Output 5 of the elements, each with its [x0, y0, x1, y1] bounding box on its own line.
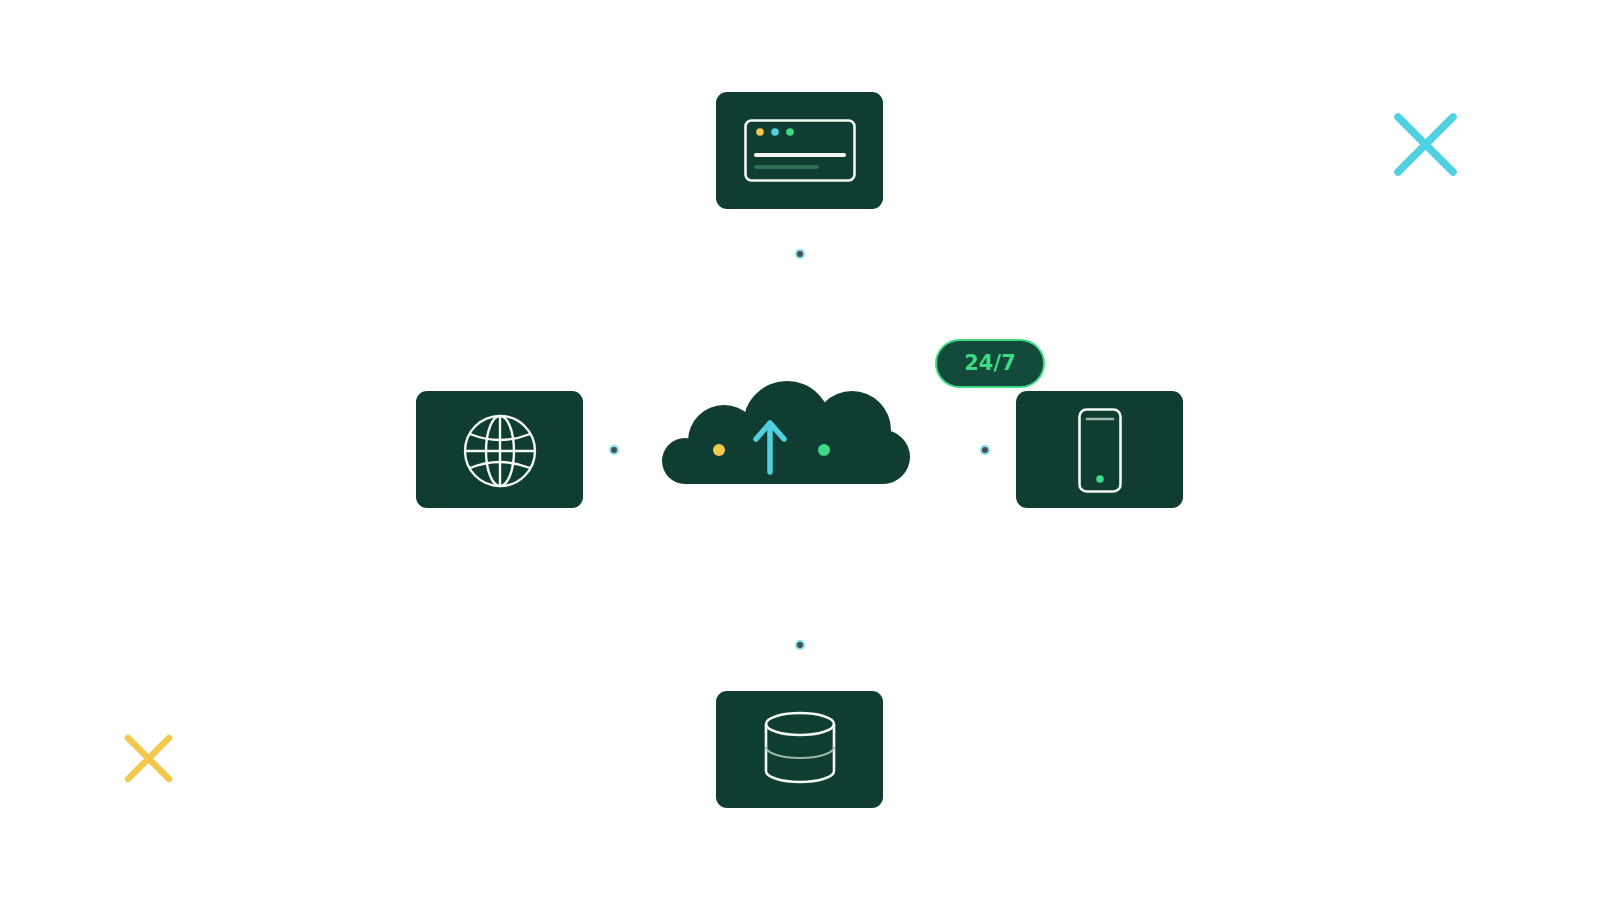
icon-tile [416, 391, 583, 508]
icon-tile [716, 691, 883, 808]
icon-tile [716, 92, 883, 209]
status-badge: 24/7 [935, 339, 1045, 388]
icon-tile [1016, 391, 1183, 508]
